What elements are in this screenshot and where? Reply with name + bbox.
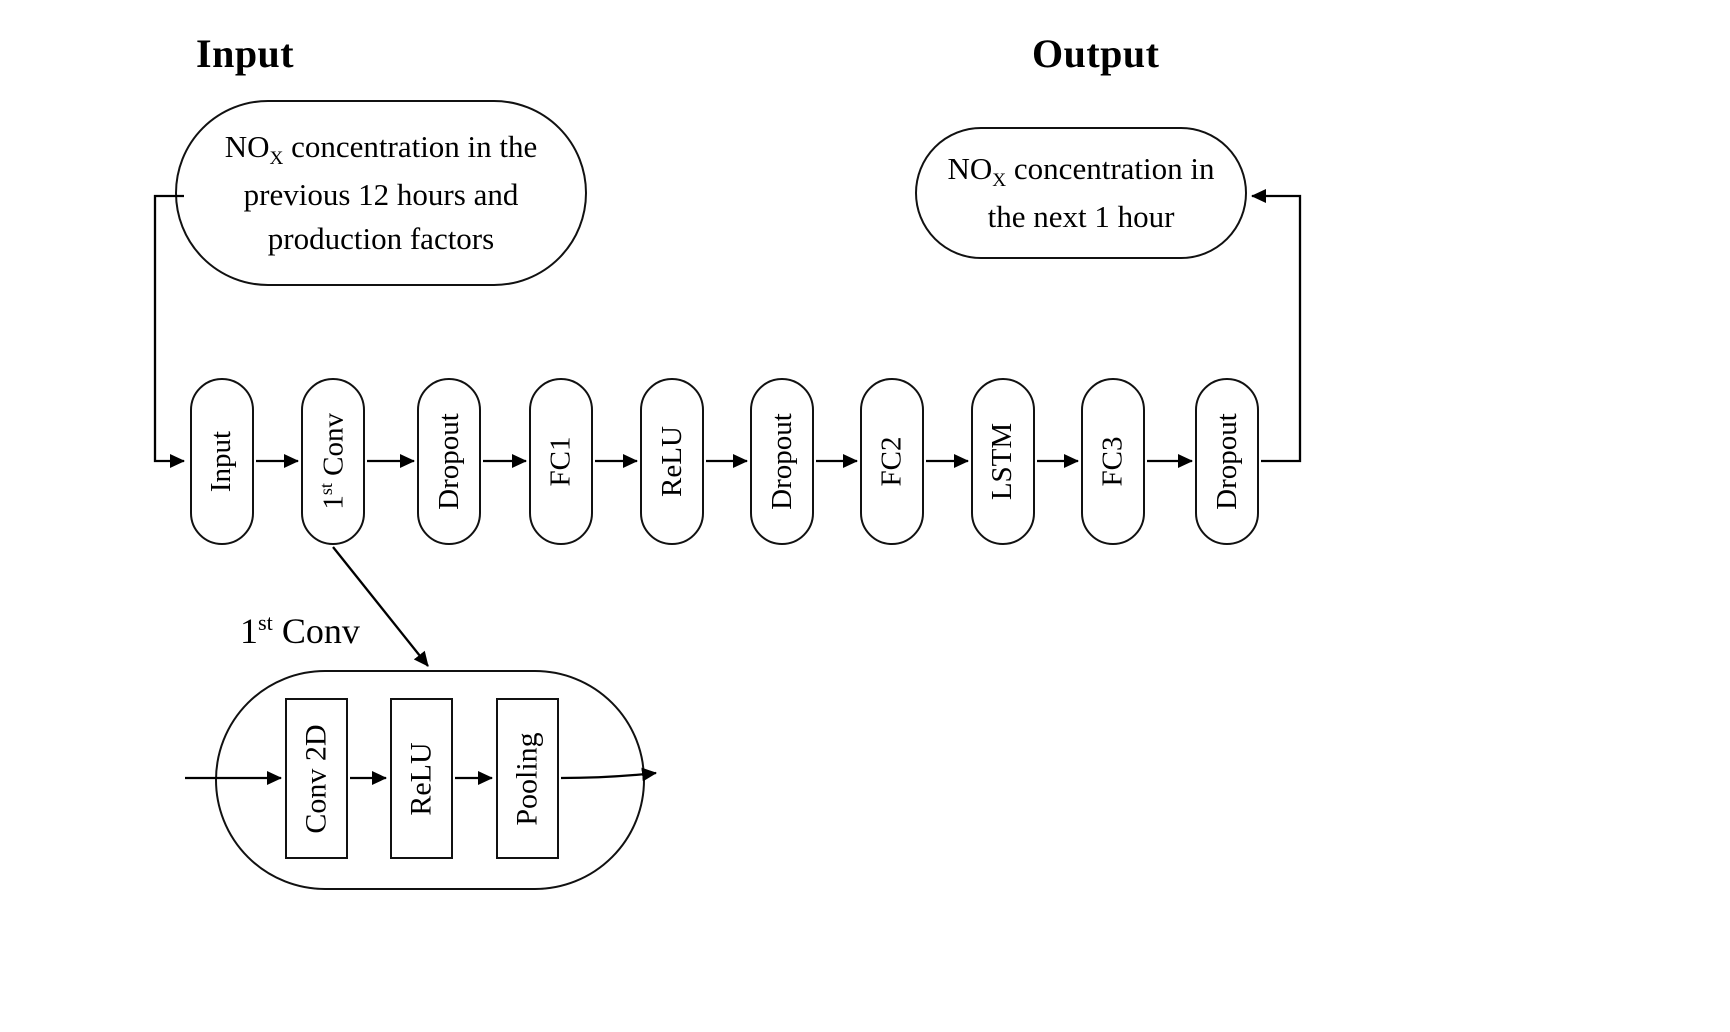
pipeline-stage-fc1: FC1 (529, 378, 593, 545)
chain-to-output-bubble-connector (1251, 189, 1302, 463)
stage-label: Dropout (1210, 413, 1243, 510)
pipeline-stage-input: Input (190, 378, 254, 545)
ordinal-number: 1 (240, 611, 258, 651)
stage-name: Conv (317, 413, 350, 484)
pipeline-stage-lstm: LSTM (971, 378, 1035, 545)
block-label: ReLU (404, 741, 438, 816)
output-description-bubble: NOX concentration in the next 1 hour (915, 127, 1247, 259)
pipeline-stage-dropout-3: Dropout (1195, 378, 1259, 545)
pipeline-stage-dropout-1: Dropout (417, 378, 481, 545)
conv2d-block: Conv 2D (285, 698, 348, 859)
pipeline-stage-fc2: FC2 (860, 378, 924, 545)
input-description-bubble: NOX concentration in the previous 12 hou… (175, 100, 587, 286)
stage-label: Dropout (432, 413, 465, 510)
stage-label: 1st Conv (316, 413, 351, 510)
input-bubble-text: NOX concentration in the previous 12 hou… (203, 125, 559, 261)
stage-label: Dropout (765, 413, 798, 510)
stage-label: ReLU (655, 426, 688, 497)
block-label: Conv 2D (299, 723, 333, 834)
output-section-heading: Output (1032, 31, 1160, 76)
stage-label: FC1 (544, 436, 577, 487)
stage-label: FC3 (1096, 436, 1129, 487)
pipeline-stage-dropout-2: Dropout (750, 378, 814, 545)
first-conv-detail-label: 1st Conv (240, 610, 360, 652)
input-bubble-description: concentration in the previous 12 hours a… (243, 129, 538, 256)
subscript-x: X (269, 148, 284, 170)
relu-block: ReLU (390, 698, 453, 859)
stage-label: FC2 (875, 436, 908, 487)
stage-label: Input (205, 430, 238, 493)
block-label: Pooling (510, 731, 544, 826)
pipeline-stage-fc3: FC3 (1081, 378, 1145, 545)
output-bubble-description: concentration in the next 1 hour (987, 151, 1215, 234)
output-bubble-text: NOX concentration in the next 1 hour (941, 147, 1221, 238)
input-section-heading: Input (196, 31, 295, 76)
ordinal-number: 1 (317, 495, 350, 510)
subscript-x: X (992, 170, 1007, 192)
pipeline-stage-first-conv: 1st Conv (301, 378, 365, 545)
pipeline-stage-relu: ReLU (640, 378, 704, 545)
label-name: Conv (272, 611, 360, 651)
superscript-st: st (258, 610, 273, 635)
input-bubble-to-chain-connector (153, 194, 185, 468)
stage-label: LSTM (986, 422, 1019, 501)
chemical-symbol: NO (224, 129, 270, 165)
superscript-st: st (315, 483, 336, 496)
chemical-symbol: NO (947, 151, 993, 187)
pooling-block: Pooling (496, 698, 559, 859)
